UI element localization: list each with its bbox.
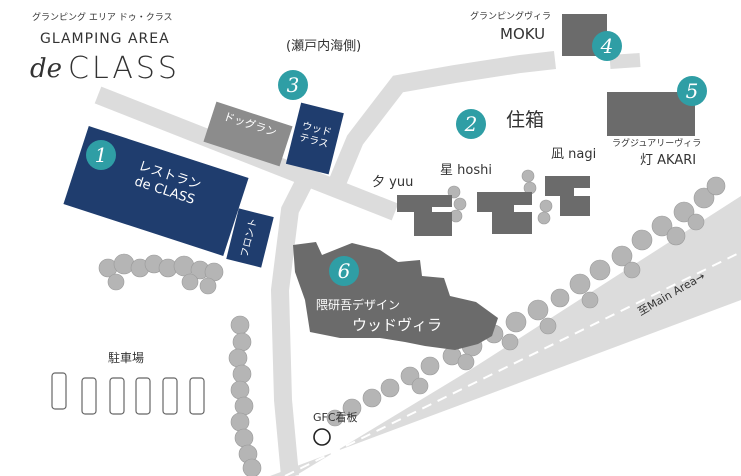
building-front	[226, 208, 274, 268]
tree	[457, 353, 475, 371]
tree	[631, 229, 653, 251]
tree	[537, 211, 551, 225]
parking-lot	[51, 372, 205, 415]
tree	[380, 378, 400, 398]
tree	[230, 380, 250, 400]
tree	[411, 377, 429, 395]
tree	[539, 199, 553, 213]
tree	[521, 169, 535, 183]
brand-de: de	[30, 54, 63, 84]
tree	[228, 348, 248, 368]
marker-4[interactable]: 4	[592, 31, 622, 61]
tree	[453, 197, 467, 211]
tree	[687, 213, 705, 231]
tree	[242, 458, 262, 476]
tree	[199, 277, 217, 295]
tree	[706, 176, 726, 196]
parking-car	[135, 377, 151, 415]
marker-2[interactable]: 2	[456, 109, 486, 139]
tree	[550, 288, 570, 308]
gfc-sign-marker	[313, 428, 331, 446]
road-left	[270, 150, 327, 476]
tree	[107, 273, 125, 291]
tree	[362, 388, 382, 408]
tree	[234, 396, 254, 416]
road-north	[326, 51, 557, 192]
tree	[693, 187, 715, 209]
parking-car	[81, 377, 97, 415]
brand-kana: グランピング エリア ドゥ・クラス	[32, 13, 173, 23]
label-sumibako: 住箱	[506, 109, 545, 131]
building-yuu	[397, 195, 452, 236]
label-akari: 灯 AKARI	[640, 153, 697, 168]
trees	[98, 169, 726, 476]
label-moku-kana: グランピングヴィラ	[470, 12, 552, 22]
tree	[113, 253, 135, 275]
marker-6[interactable]: 6	[329, 256, 359, 286]
tree	[230, 412, 250, 432]
label-akari-kana: ラグジュアリーヴィラ	[612, 139, 702, 149]
tree	[420, 356, 440, 376]
tree	[589, 259, 611, 281]
tree	[623, 261, 641, 279]
label-hoshi: 星 hoshi	[440, 163, 492, 178]
label-parking: 駐車場	[108, 351, 145, 365]
label-yuu: 夕 yuu	[372, 175, 414, 190]
building-hoshi	[477, 192, 532, 234]
building-dogrun	[203, 101, 293, 167]
marker-3[interactable]: 3	[278, 70, 308, 100]
tree	[539, 317, 557, 335]
parking-car	[109, 377, 125, 415]
tree	[232, 364, 252, 384]
brand-class: CLASS	[68, 51, 180, 86]
brand-line1: GLAMPING AREA	[40, 31, 170, 47]
label-kuma-line2: ウッドヴィラ	[352, 316, 443, 334]
tree	[234, 428, 254, 448]
tree	[673, 201, 695, 223]
tree	[232, 332, 252, 352]
tree	[181, 273, 199, 291]
marker-5[interactable]: 5	[677, 76, 707, 106]
tree	[501, 333, 519, 351]
building-wood-terrace	[285, 102, 344, 175]
tree	[651, 215, 673, 237]
marker-1[interactable]: 1	[86, 140, 116, 170]
road-north-east	[609, 53, 641, 69]
tree	[505, 311, 527, 333]
tree	[527, 299, 549, 321]
parking-car	[162, 377, 178, 415]
tree	[611, 245, 633, 267]
tree	[666, 226, 686, 246]
label-sea-side: (瀬戸内海側)	[286, 39, 362, 54]
tree	[326, 409, 344, 427]
building-nagi	[545, 176, 590, 216]
label-moku: MOKU	[500, 25, 546, 43]
tree	[569, 273, 591, 295]
label-gfc: GFC看板	[313, 411, 358, 424]
label-kuma-line1: 隈研吾デザイン	[316, 298, 401, 312]
tree	[581, 291, 599, 309]
tree	[173, 255, 195, 277]
label-nagi: 凪 nagi	[551, 147, 597, 162]
tree	[230, 315, 250, 335]
parking-car	[51, 372, 67, 410]
tree	[342, 398, 362, 418]
parking-car	[189, 377, 205, 415]
